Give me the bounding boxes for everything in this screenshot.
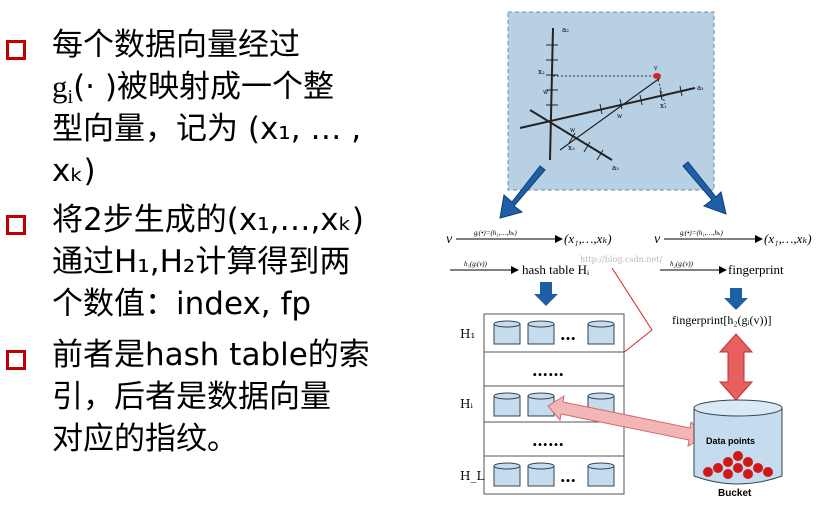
blue-arrow-down-right [724, 288, 748, 310]
g-mapping-label: gᵢ(•)=(h₁,…,hₖ) [474, 229, 517, 237]
fingerprint-expression: fingerprint[h₂(gᵢ(v))] [672, 313, 771, 327]
x1-label: x₁ [660, 102, 667, 110]
axis-a3-label: a₃ [612, 164, 619, 172]
bucket-label: Bucket [718, 488, 752, 499]
g-subscript: i [67, 86, 74, 108]
row-hl-buckets [493, 462, 615, 487]
lsh-diagram: a₂ a₁ a₃ x₂ x₁ x₃ v w w w v gᵢ(•)=(h₁,…,… [446, 11, 812, 499]
g-mapping-label: gᵢ(•)=(h₁,…,hₖ) [680, 229, 723, 237]
fingerprint-label: fingerprint [728, 262, 784, 277]
data-bucket: Data points Bucket [693, 399, 783, 499]
red-double-arrow [718, 333, 754, 401]
bullet-line: 将2步生成的(x₁,…,xₖ) [52, 202, 364, 238]
row-label-h1: H₁ [460, 327, 475, 341]
bullet-line: 型向量，记为 (x₁, … , [52, 111, 362, 147]
bullet-line: 前者是hash table的索 [52, 337, 370, 373]
x-tuple: (x₁,…,xₖ) [764, 231, 812, 246]
bullet-line: 个数值：index, fp [52, 286, 312, 322]
data-point-cluster [703, 451, 773, 479]
blue-arrow-right [682, 161, 727, 215]
projection-panel: a₂ a₁ a₃ x₂ x₁ x₃ v w w w [507, 11, 715, 191]
rows-ellipsis: …… [532, 431, 564, 450]
checkbox-icon [6, 350, 26, 370]
bullet-line: 引，后者是数据向量 [52, 379, 331, 415]
v-symbol: v [654, 232, 661, 247]
axis-a3-line [529, 109, 613, 161]
x3-label: x₃ [568, 144, 575, 152]
g-symbol: g [52, 69, 68, 104]
bullet-line: 每个数据向量经过 [52, 27, 300, 63]
bullet-line: 通过H₁,H₂计算得到两 [52, 244, 351, 280]
point-v [653, 73, 661, 79]
w-label: w [617, 113, 623, 120]
blue-arrow-down-left [534, 282, 558, 306]
hash-table: H₁ Hᵢ H_L … …… … …… … [460, 313, 625, 495]
hash-table-label: hash table Hᵢ [522, 262, 590, 277]
bullet-line: xₖ) [52, 153, 96, 189]
data-points-label: Data points [706, 436, 755, 446]
axis-a2-line [549, 27, 554, 161]
watermark: http://blog.csdn.net/ [580, 255, 662, 264]
row-h1-buckets [493, 320, 615, 345]
checkbox-icon [6, 40, 26, 60]
blue-arrow-left [499, 165, 546, 219]
x2-label: x₂ [538, 68, 545, 76]
left-mapping: v gᵢ(•)=(h₁,…,hₖ) (x₁,…,xₖ) h₁(gᵢ(v)) ha… [446, 229, 612, 277]
checkbox-icon [6, 215, 26, 235]
bullet-line: 对应的指纹。 [52, 421, 238, 457]
row-ellipsis: … [560, 467, 576, 486]
axis-a1-label: a₁ [697, 84, 704, 92]
row-label-hl: H_L [460, 469, 484, 483]
h2-label: h₂(gᵢ(v)) [670, 260, 694, 268]
axis-a2-label: a₂ [562, 26, 569, 34]
w-label: w [543, 89, 549, 96]
right-mapping: v gᵢ(•)=(h₁,…,hₖ) (x₁,…,xₖ) h₂(gᵢ(v)) fi… [654, 229, 812, 327]
bullet-line: gi(· )被映射成一个整 [52, 69, 334, 108]
h1-label: h₁(gᵢ(v)) [464, 260, 488, 268]
rows-ellipsis: …… [532, 361, 564, 380]
row-ellipsis: … [560, 325, 576, 344]
w-label: w [570, 127, 576, 134]
v-symbol: v [446, 232, 453, 247]
v-label: v [653, 65, 658, 72]
x-tuple: (x₁,…,xₖ) [564, 231, 612, 246]
bullet-line-rest: (· )被映射成一个整 [73, 69, 334, 105]
row-label-hi: Hᵢ [460, 397, 473, 411]
